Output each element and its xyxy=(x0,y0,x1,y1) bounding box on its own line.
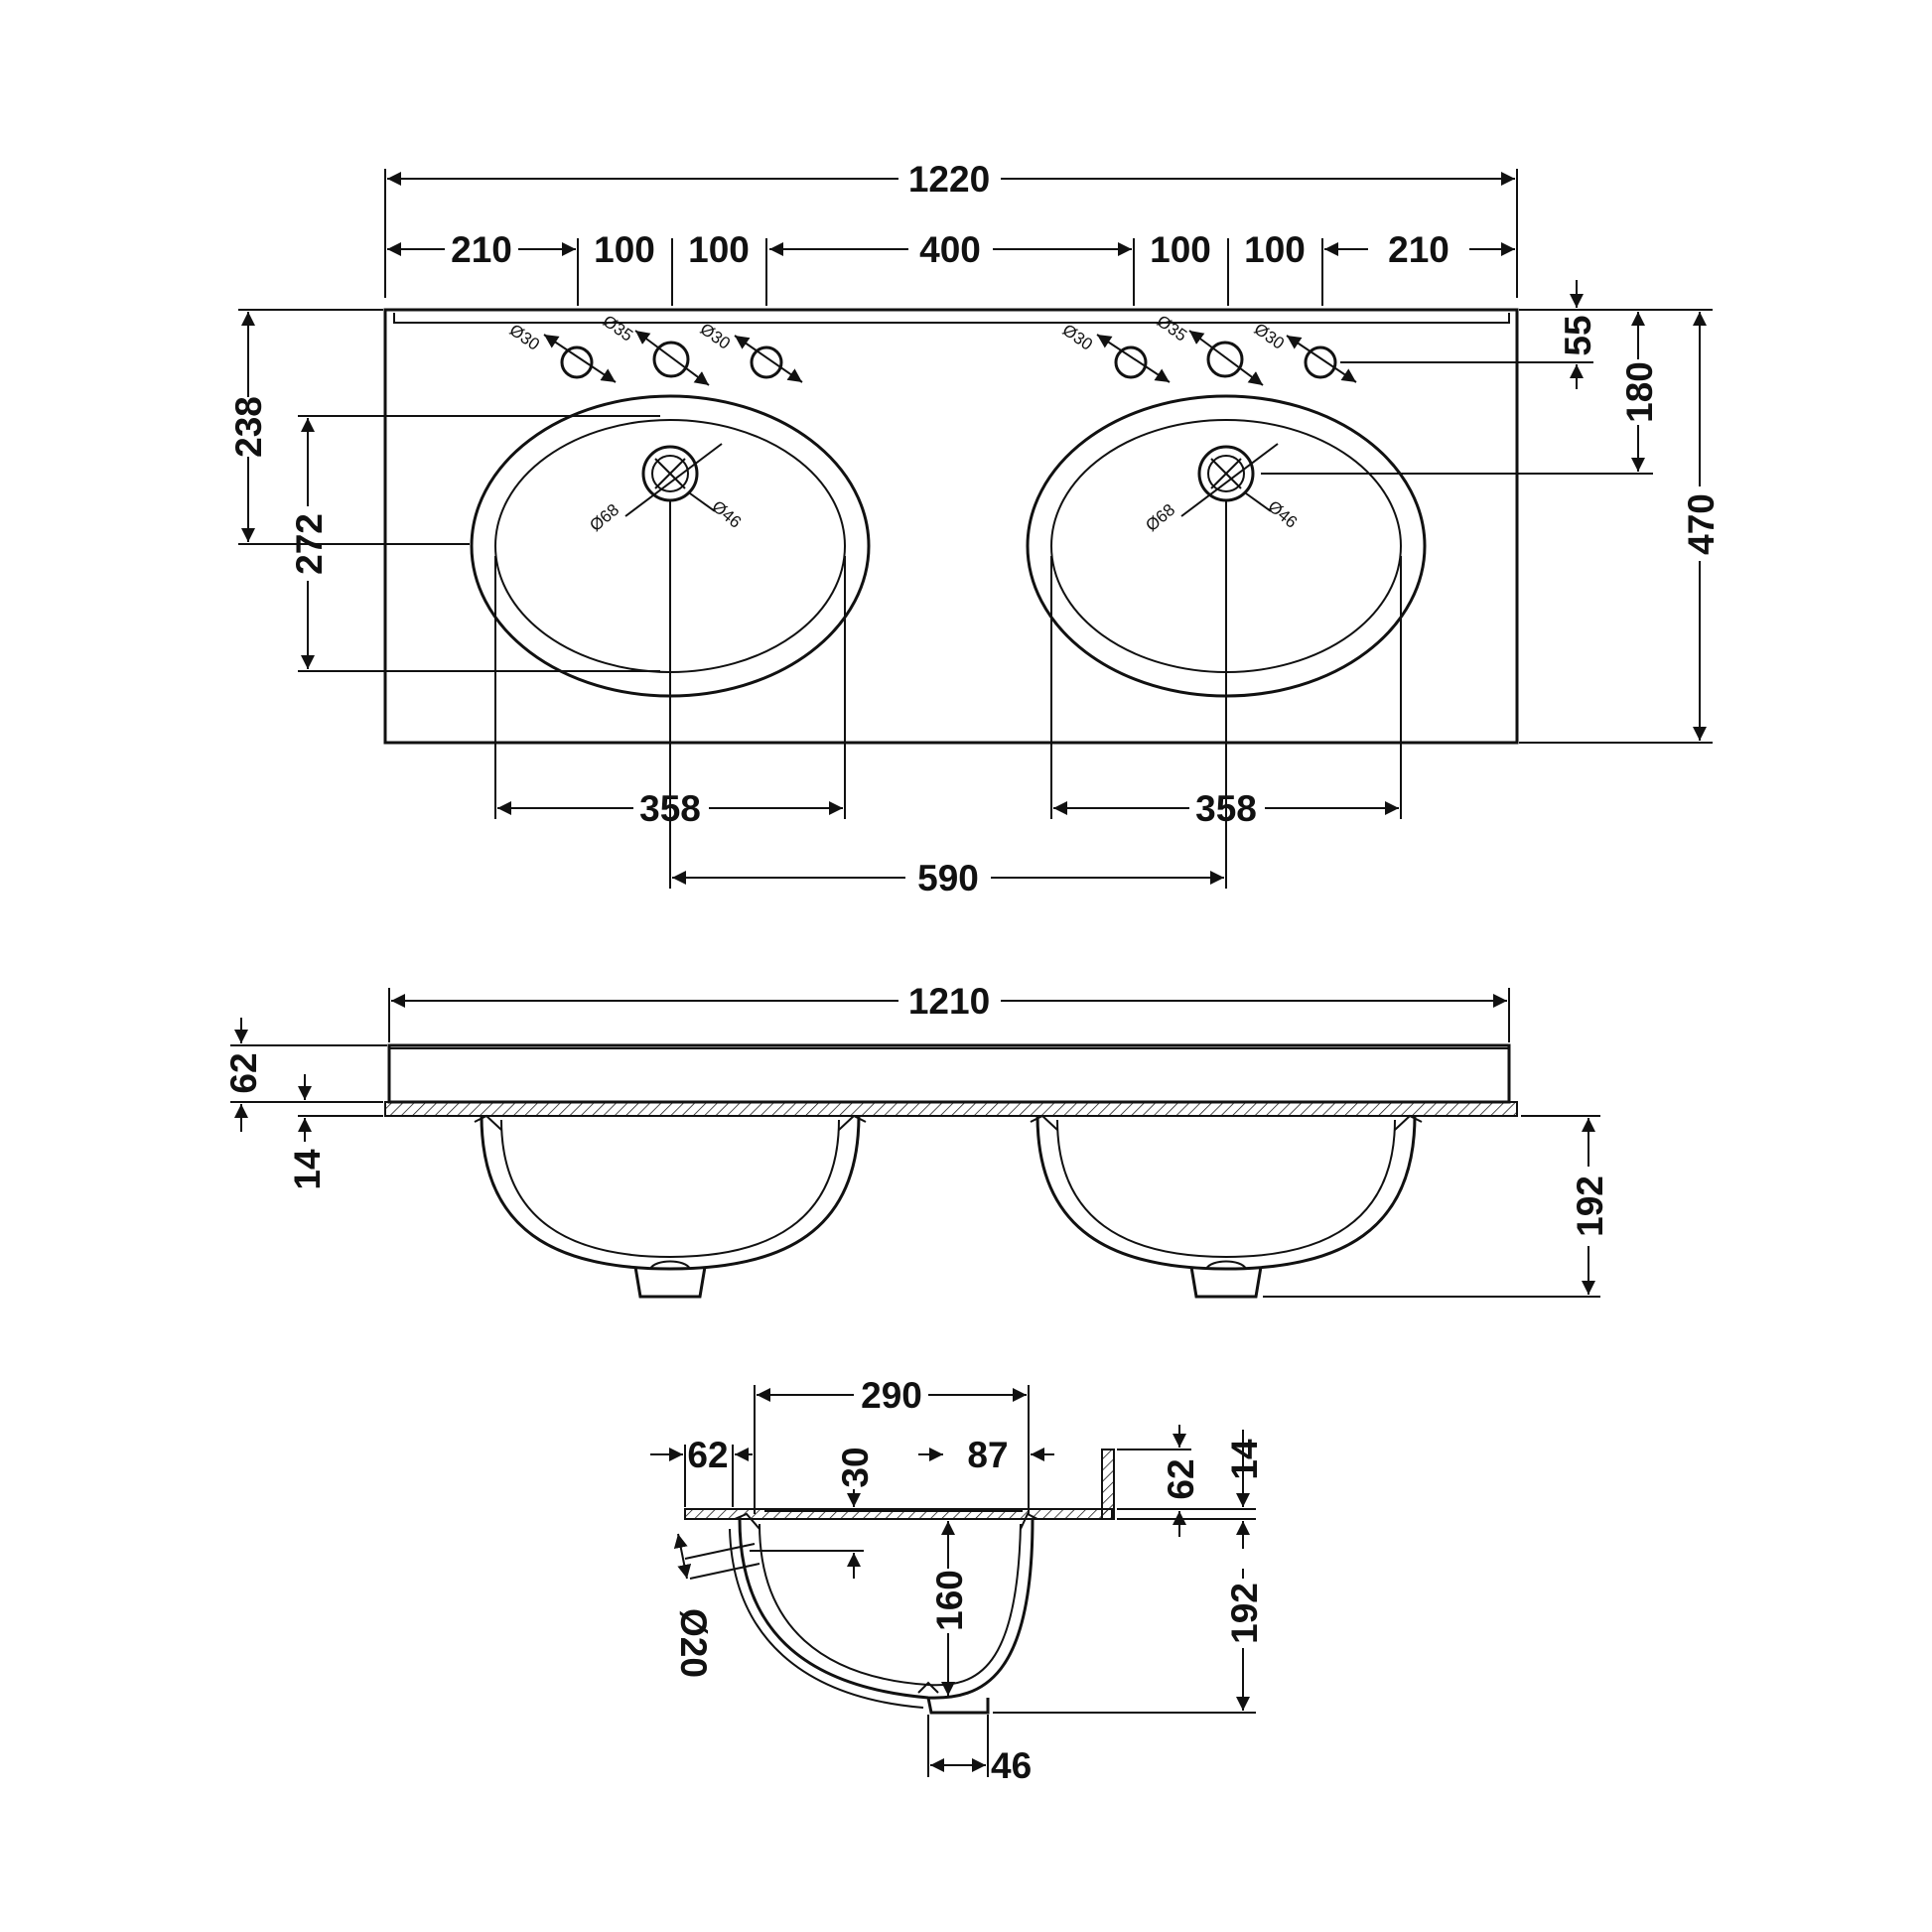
dim-deck-thickness: 14 xyxy=(287,1149,328,1190)
tap-hole xyxy=(750,345,783,379)
dim-tap-spacing: 100 xyxy=(688,229,750,270)
dim-upstand-height: 62 xyxy=(223,1052,264,1093)
dim-overall-depth: 470 xyxy=(1681,493,1722,555)
upstand-line xyxy=(393,313,1510,324)
dim-back-to-bowl-front: 238 xyxy=(228,396,269,458)
dim-section-width: 290 xyxy=(861,1375,922,1416)
tap-hole xyxy=(1114,345,1148,379)
section-view: 290 62 87 30 160 Ø20 46 xyxy=(650,1375,1265,1786)
left-bowl-front xyxy=(474,1114,867,1299)
dim-tap-spacing: 100 xyxy=(594,229,655,270)
upstand-front xyxy=(387,1043,1511,1104)
dim-section-offset: 87 xyxy=(967,1435,1008,1475)
dim-bowl-depth: 272 xyxy=(289,513,330,575)
plan-view: Ø30 Ø35 Ø30 Ø30 Ø35 Ø30 Ø68 Ø46 Ø68 Ø46 … xyxy=(228,159,1722,898)
waste-outer-circle xyxy=(1197,445,1255,502)
dim-tap-spacing: 100 xyxy=(1150,229,1211,270)
tap-hole-label: Ø30 xyxy=(1251,320,1288,353)
dim-section-right-62: 62 xyxy=(1161,1458,1201,1499)
front-view: 1210 62 14 xyxy=(223,981,1610,1299)
dim-tap-spacing: 100 xyxy=(1244,229,1306,270)
dim-back-to-tap: 55 xyxy=(1558,315,1598,355)
dim-section-height-192: 192 xyxy=(1224,1583,1265,1644)
bowl-section xyxy=(738,1518,1035,1700)
dim-overflow: Ø20 xyxy=(673,1608,714,1678)
dim-back-to-waste: 180 xyxy=(1619,361,1660,423)
rear-upstand xyxy=(1101,1449,1115,1520)
waste-label: Ø68 xyxy=(586,500,622,535)
tap-spacing-dims: 210 100 100 400 100 100 210 xyxy=(387,229,1515,306)
waste-inner-circle xyxy=(1207,455,1245,492)
dim-section-depth-160: 160 xyxy=(929,1570,970,1631)
waste-outer-circle xyxy=(641,445,699,502)
dim-tap-spacing: 210 xyxy=(451,229,512,270)
dim-overall-width: 1220 xyxy=(908,159,990,200)
deck-section xyxy=(384,1101,1518,1117)
dim-waste-46: 46 xyxy=(991,1745,1032,1786)
right-bowl-front xyxy=(1030,1114,1423,1299)
tap-hole-label: Ø35 xyxy=(600,312,636,345)
waste-label: Ø68 xyxy=(1142,500,1178,535)
tap-hole-label: Ø30 xyxy=(697,320,734,353)
tap-hole-label: Ø30 xyxy=(506,321,543,354)
dim-tap-spacing: 400 xyxy=(919,229,981,270)
dim-bowl-centres: 590 xyxy=(917,858,979,898)
tap-hole-label: Ø35 xyxy=(1154,312,1190,345)
waste-label: Ø46 xyxy=(1264,497,1301,532)
dim-tap-spacing: 210 xyxy=(1388,229,1449,270)
tap-hole-label: Ø30 xyxy=(1059,321,1096,354)
waste-label: Ø46 xyxy=(708,497,745,532)
countertop-outline xyxy=(383,308,1519,745)
dim-bowl-height: 192 xyxy=(1570,1175,1610,1237)
dim-front-width: 1210 xyxy=(908,981,990,1022)
dim-section-upstand: 62 xyxy=(687,1435,728,1475)
dim-section-right-14: 14 xyxy=(1224,1439,1265,1480)
dim-section-depth-30: 30 xyxy=(835,1447,876,1487)
tap-holes xyxy=(543,330,1357,386)
waste-inner-circle xyxy=(651,455,689,492)
